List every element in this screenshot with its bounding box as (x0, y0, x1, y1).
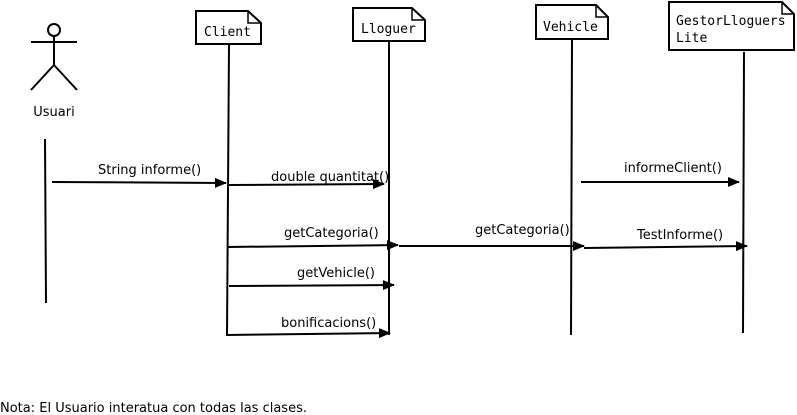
message-informeclient: informeClient() (581, 161, 740, 187)
message-arrow (583, 241, 748, 252)
object-vehicle: Vehicle (535, 4, 609, 336)
gestor-lifeline (742, 51, 745, 334)
note-box (352, 7, 426, 42)
message-string-informe: String informe() (51, 163, 227, 188)
message-arrow (228, 280, 395, 291)
message-label: informeClient() (624, 161, 722, 176)
message-label: String informe() (98, 163, 201, 178)
note-box (668, 1, 795, 51)
vehicle-lifeline (570, 39, 573, 336)
actor-label: Usuari (33, 105, 74, 120)
client-lifeline (226, 44, 230, 336)
object-lloguer: Lloguer (352, 7, 426, 335)
stick-figure-icon (30, 23, 78, 91)
message-getcategoria-lloguer: getCategoria() (227, 226, 399, 251)
object-name-line-1: GestorLloguers (676, 14, 786, 29)
object-name: Lloguer (361, 22, 416, 37)
object-name: Client (204, 25, 251, 40)
message-label: getCategoria() (284, 226, 379, 241)
message-testinforme: TestInforme() (583, 228, 748, 252)
message-getvehicle: getVehicle() (228, 266, 395, 291)
message-double-quantitat: double quantitat() (228, 170, 389, 190)
object-name-line-2: Lite (676, 31, 707, 46)
message-label: getCategoria() (475, 223, 570, 238)
message-arrow (225, 328, 391, 339)
message-arrow (227, 240, 399, 251)
footer-note: Nota: El Usuario interatua con todas las… (0, 401, 307, 415)
message-label: TestInforme() (636, 228, 723, 243)
message-arrow (51, 177, 227, 188)
note-box (195, 10, 262, 45)
actor-lifeline (44, 138, 47, 304)
message-label: double quantitat() (271, 170, 389, 185)
message-label: getVehicle() (297, 266, 375, 281)
actor-usuari: Usuari (30, 23, 78, 304)
note-box (535, 4, 609, 40)
message-arrow (228, 179, 385, 190)
message-bonificacions: bonificacions() (225, 316, 391, 339)
message-label: bonificacions() (281, 316, 376, 331)
object-name: Vehicle (543, 20, 598, 35)
message-getcategoria-vehicle: getCategoria() (399, 223, 585, 251)
object-client: Client (195, 10, 262, 336)
object-gestorlloguerslite: GestorLloguers Lite (668, 1, 795, 334)
